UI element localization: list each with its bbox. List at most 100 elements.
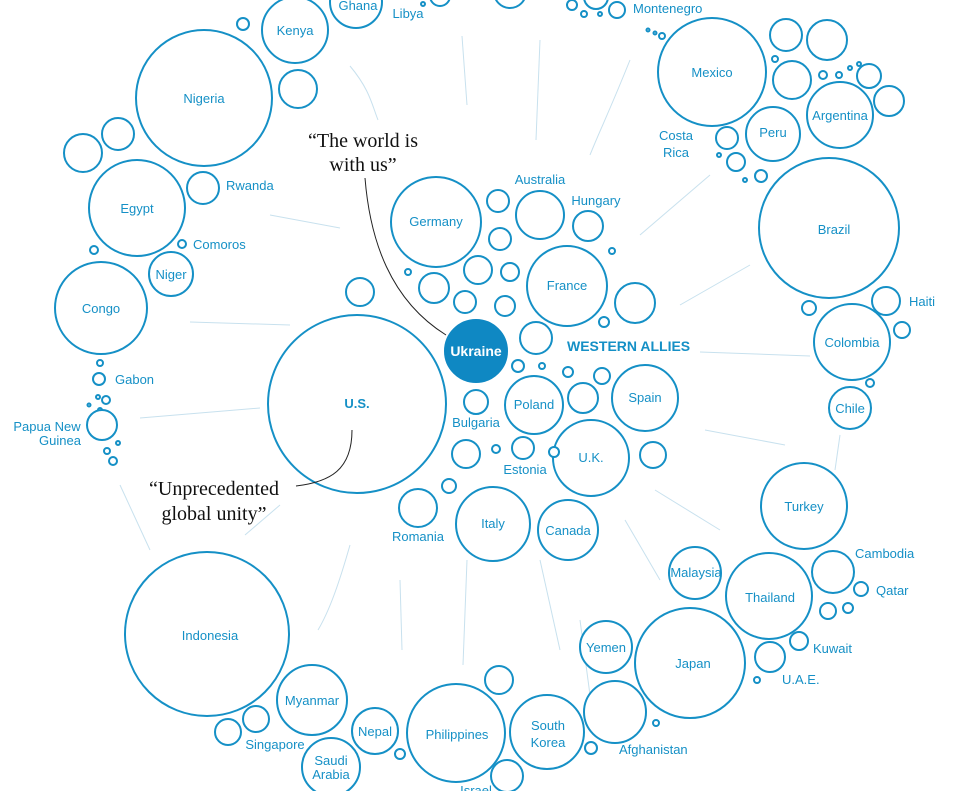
world-bubble[interactable] (842, 602, 854, 614)
south-korea-bubble[interactable] (509, 694, 585, 770)
world-bubble[interactable] (893, 321, 911, 339)
world-bubble[interactable] (566, 0, 578, 11)
ally-bubble[interactable] (345, 277, 375, 307)
spain-bubble[interactable] (611, 364, 679, 432)
estonia-bubble[interactable] (511, 436, 535, 460)
world-bubble[interactable] (658, 32, 666, 40)
thailand-bubble[interactable] (725, 552, 813, 640)
romania-bubble[interactable] (398, 488, 438, 528)
world-bubble[interactable] (484, 665, 514, 695)
world-bubble[interactable] (115, 440, 121, 446)
ally-bubble[interactable] (567, 382, 599, 414)
ally-bubble[interactable] (488, 227, 512, 251)
ally-bubble[interactable] (614, 282, 656, 324)
brazil-bubble[interactable] (758, 157, 900, 299)
myanmar-bubble[interactable] (276, 664, 348, 736)
japan-bubble[interactable] (634, 607, 746, 719)
costa-rica-bubble[interactable] (715, 126, 739, 150)
world-bubble[interactable] (96, 359, 104, 367)
world-bubble[interactable] (86, 402, 92, 408)
uk-bubble[interactable] (552, 419, 630, 497)
ally-bubble[interactable] (500, 262, 520, 282)
yemen-bubble[interactable] (579, 620, 633, 674)
australia-bubble[interactable] (515, 190, 565, 240)
world-bubble[interactable] (101, 395, 111, 405)
canada-bubble[interactable] (537, 499, 599, 561)
argentina-bubble[interactable] (806, 81, 874, 149)
us-group[interactable]: U.S. (267, 314, 447, 494)
cambodia-bubble[interactable] (811, 550, 855, 594)
colombia-bubble[interactable] (813, 303, 891, 381)
ally-bubble[interactable] (486, 189, 510, 213)
mexico-bubble[interactable] (657, 17, 767, 127)
bulgaria-bubble[interactable] (463, 389, 489, 415)
world-bubble[interactable] (583, 0, 609, 10)
ally-bubble[interactable] (404, 268, 412, 276)
world-bubble[interactable] (769, 18, 803, 52)
uae-bubble[interactable] (754, 641, 786, 673)
world-bubble[interactable] (95, 394, 101, 400)
ally-bubble[interactable] (441, 478, 457, 494)
world-bubble[interactable] (801, 300, 817, 316)
ally-bubble[interactable] (451, 439, 481, 469)
singapore-bubble[interactable] (214, 718, 242, 746)
hub-ukraine[interactable]: Ukraine (444, 319, 508, 383)
world-bubble[interactable] (645, 27, 651, 33)
turkey-bubble[interactable] (760, 462, 848, 550)
qatar-bubble[interactable] (853, 581, 869, 597)
world-bubble[interactable] (771, 55, 779, 63)
world-bubble[interactable] (103, 447, 111, 455)
comoros-bubble[interactable] (177, 239, 187, 249)
ghana-bubble[interactable] (329, 0, 383, 29)
niger-bubble[interactable] (148, 251, 194, 297)
world-bubble[interactable] (856, 63, 882, 89)
rwanda-bubble[interactable] (186, 171, 220, 205)
ally-bubble[interactable] (491, 444, 501, 454)
world-bubble[interactable] (394, 748, 406, 760)
world-bubble[interactable] (865, 378, 875, 388)
haiti-bubble[interactable] (871, 286, 901, 316)
world-bubble[interactable] (597, 11, 603, 17)
poland-bubble[interactable] (504, 375, 564, 435)
nigeria-bubble[interactable] (135, 29, 273, 167)
world-bubble[interactable] (101, 117, 135, 151)
gabon-bubble[interactable] (92, 372, 106, 386)
world-bubble[interactable] (818, 70, 828, 80)
ally-bubble[interactable] (639, 441, 667, 469)
world-bubble[interactable] (742, 177, 748, 183)
ally-bubble[interactable] (562, 366, 574, 378)
world-bubble[interactable] (89, 245, 99, 255)
world-bubble[interactable] (819, 602, 837, 620)
world-bubble[interactable] (873, 85, 905, 117)
world-bubble[interactable] (278, 69, 318, 109)
world-bubble[interactable] (726, 152, 746, 172)
world-bubble[interactable] (652, 30, 658, 36)
ally-bubble[interactable] (463, 255, 493, 285)
world-bubble[interactable] (236, 17, 250, 31)
philippines-bubble[interactable] (406, 683, 506, 783)
world-bubble[interactable] (580, 10, 588, 18)
ally-bubble[interactable] (548, 446, 560, 458)
peru-bubble[interactable] (745, 106, 801, 162)
saudi-arabia-bubble[interactable] (301, 737, 361, 791)
ally-bubble[interactable] (519, 321, 553, 355)
israel-bubble[interactable] (490, 759, 524, 791)
kenya-bubble[interactable] (261, 0, 329, 64)
kuwait-bubble[interactable] (789, 631, 809, 651)
world-bubble[interactable] (652, 719, 660, 727)
world-bubble[interactable] (806, 19, 848, 61)
chile-bubble[interactable] (828, 386, 872, 430)
world-bubble[interactable] (429, 0, 451, 7)
indonesia-bubble[interactable] (124, 551, 290, 717)
world-bubble[interactable] (494, 0, 526, 9)
afghanistan-bubble[interactable] (584, 741, 598, 755)
ally-bubble[interactable] (418, 272, 450, 304)
congo-bubble[interactable] (54, 261, 148, 355)
world-bubble[interactable] (753, 676, 761, 684)
ally-bubble[interactable] (608, 247, 616, 255)
world-bubble[interactable] (856, 61, 862, 67)
png-bubble[interactable] (86, 409, 118, 441)
nepal-bubble[interactable] (351, 707, 399, 755)
malaysia-bubble[interactable] (668, 546, 722, 600)
ally-bubble[interactable] (511, 359, 525, 373)
